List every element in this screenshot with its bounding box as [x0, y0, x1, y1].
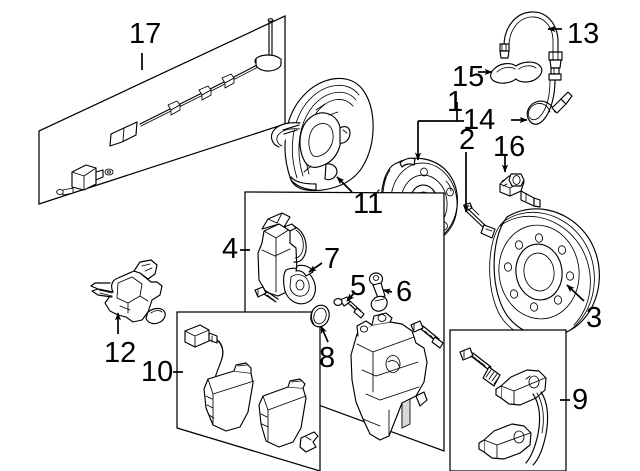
cable-clip	[221, 73, 235, 89]
callout-7[interactable]: 7	[324, 243, 341, 275]
brake-wear-sensor-panel	[38, 15, 286, 205]
piston-seal-ring	[310, 304, 330, 328]
callout-14[interactable]: 14	[463, 104, 496, 136]
caliper-housing	[350, 312, 428, 441]
brake-pad-inner-with-sensor	[184, 324, 255, 432]
caliper-guide-bolt	[254, 286, 279, 303]
callout-8[interactable]: 8	[319, 342, 336, 374]
sensor-connector	[109, 121, 138, 147]
caliper-guide-bolt	[410, 320, 444, 349]
wear-sensor-cable	[109, 18, 282, 147]
wheel-carrier-knuckle	[90, 259, 166, 325]
callout-11[interactable]: 11	[353, 188, 384, 220]
brake-rotor-disc	[489, 208, 600, 340]
backing-splash-plate	[270, 77, 374, 192]
parking-brake-lever-link	[368, 272, 388, 312]
callout-15[interactable]: 15	[452, 61, 485, 93]
callout-1[interactable]: 1	[447, 86, 464, 118]
callout-12[interactable]: 12	[104, 337, 137, 369]
retaining-screw	[56, 187, 74, 196]
sensor-retaining-clip	[490, 61, 543, 84]
callout-13[interactable]: 13	[567, 18, 600, 50]
callout-leaders	[114, 25, 585, 401]
sensor-mount-block	[71, 164, 104, 191]
harness-end-fitting	[499, 43, 510, 59]
callout-2[interactable]: 2	[459, 124, 476, 156]
callout-17[interactable]: 17	[129, 18, 162, 50]
caliper-with-actuator	[257, 212, 316, 305]
callout-16[interactable]: 16	[493, 131, 526, 163]
harness-collar	[548, 67, 562, 81]
callout-3[interactable]: 3	[586, 302, 603, 334]
cable-clip	[167, 100, 181, 116]
callout-4[interactable]: 4	[222, 233, 239, 265]
abs-sensor-upper-harness	[499, 11, 563, 69]
bracket-guide-bolt	[459, 347, 492, 371]
guide-pin-boot-spring	[482, 366, 501, 387]
callout-10[interactable]: 10	[141, 356, 174, 388]
caliper-bracket	[478, 369, 549, 466]
pad-anti-rattle-shim	[299, 431, 319, 453]
harness-plug	[551, 91, 573, 114]
brake-pad-outer	[258, 378, 307, 448]
callout-5[interactable]: 5	[350, 270, 367, 302]
callout-9[interactable]: 9	[572, 384, 589, 416]
callout-6[interactable]: 6	[396, 276, 413, 308]
hub-mounting-bolt	[463, 202, 496, 239]
harness-coupling	[548, 51, 563, 69]
abs-sensor-lower-harness	[526, 67, 573, 125]
small-grommet	[104, 168, 114, 176]
wheel-speed-sensor	[499, 173, 541, 208]
cable-clip	[198, 85, 212, 101]
